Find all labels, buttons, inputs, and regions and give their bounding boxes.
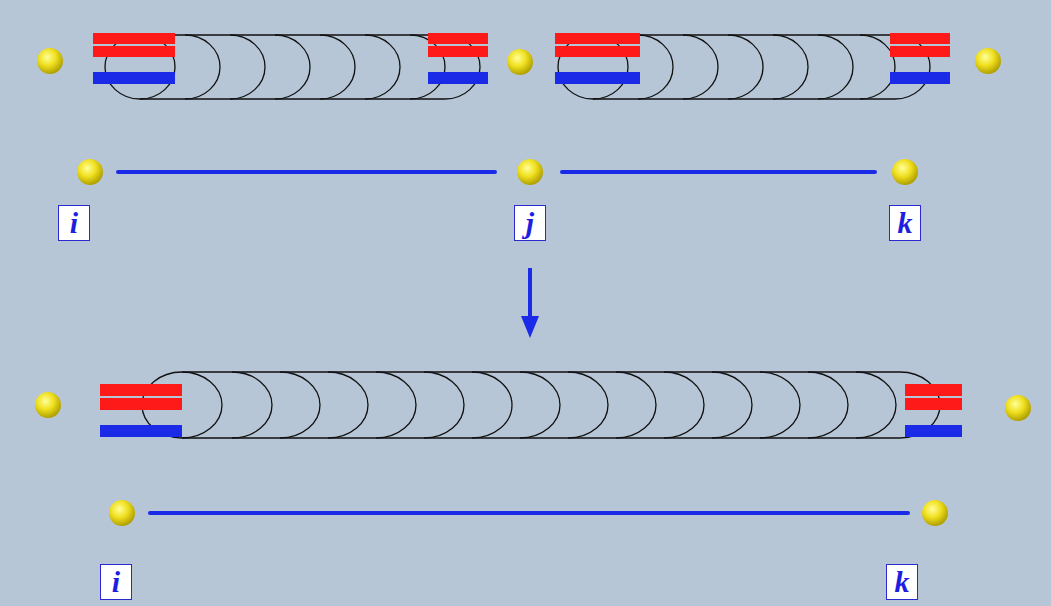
- node-letter: k: [895, 567, 910, 597]
- node-label-box: j: [514, 205, 546, 241]
- node-label-box: k: [886, 564, 918, 600]
- node-letter: i: [70, 208, 78, 238]
- node-label-box: i: [100, 564, 132, 600]
- node-letter: k: [898, 208, 913, 238]
- node-label-box: k: [889, 205, 921, 241]
- node-letter: j: [526, 208, 534, 238]
- node-letter: i: [112, 567, 120, 597]
- node-label-box: i: [58, 205, 90, 241]
